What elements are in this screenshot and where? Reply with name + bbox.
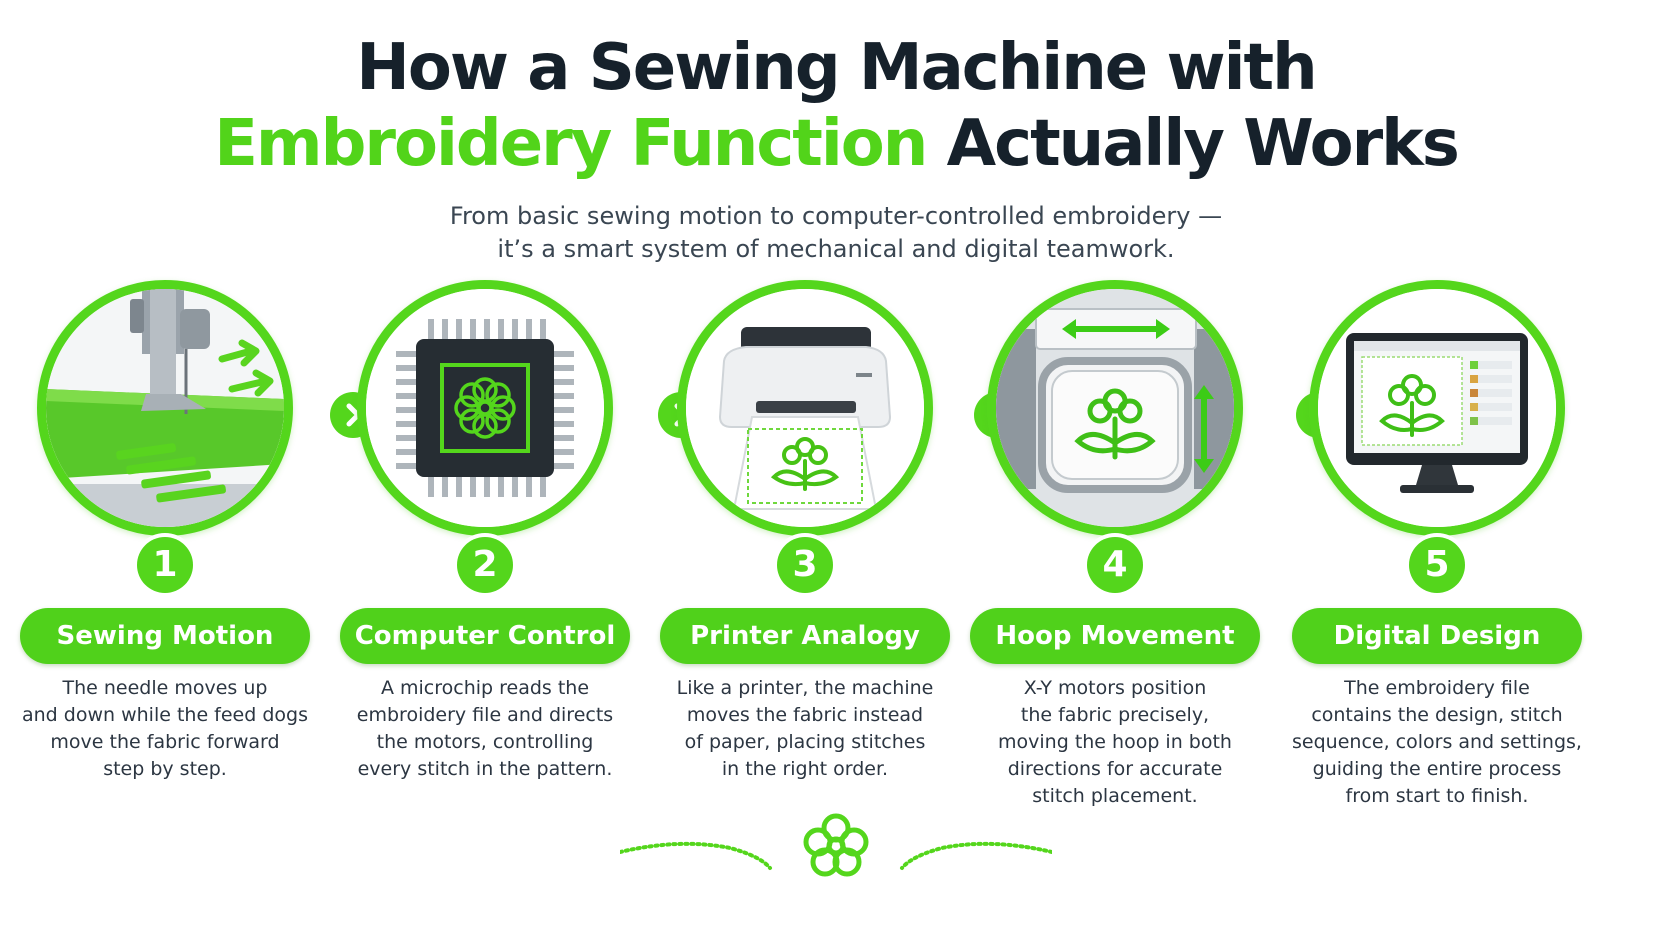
step-illustration [677,280,933,536]
subtitle-line-2: it’s a smart system of mechanical and di… [497,235,1175,263]
step-description: Like a printer, the machine moves the fa… [650,675,960,783]
description-line: stitch placement. [1032,785,1198,807]
step-label: Computer Control [340,608,630,664]
description-line: moving the hoop in both [998,731,1232,753]
step-illustration [987,280,1243,536]
description-line: Like a printer, the machine [676,677,934,699]
description-line: sequence, colors and settings, [1292,731,1582,753]
flower-icon [620,813,1052,877]
sewing-needle-icon [46,289,284,527]
description-line: the motors, controlling [376,731,594,753]
description-line: moves the fabric instead [686,704,924,726]
subtitle: From basic sewing motion to computer-con… [0,200,1672,266]
step-description: The needle moves up and down while the f… [10,675,320,783]
microchip-flower-icon [366,289,604,527]
printer-icon [686,289,924,527]
step-number: 2 [457,537,513,593]
step-label: Printer Analogy [660,608,950,664]
description-line: from start to finish. [1345,785,1529,807]
step-label: Digital Design [1292,608,1582,664]
description-line: every stitch in the pattern. [357,758,613,780]
description-line: embroidery file and directs [356,704,614,726]
monitor-design-icon [1318,289,1556,527]
description-line: A microchip reads the [380,677,590,699]
description-line: move the fabric forward [50,731,280,753]
embroidery-hoop-icon [996,289,1234,527]
title-line-1: How a Sewing Machine with [356,31,1317,105]
title-rest: Actually Works [926,107,1460,181]
description-line: in the right order. [721,758,889,780]
description-line: The needle moves up [62,677,268,699]
description-line: X-Y motors position [1023,677,1207,699]
title-line-2: Embroidery Function Actually Works [0,106,1672,182]
description-line: the fabric precisely, [1020,704,1210,726]
step-label: Sewing Motion [20,608,310,664]
description-line: and down while the feed dogs [22,704,308,726]
description-line: directions for accurate [1007,758,1223,780]
step-description: The embroidery file contains the design,… [1282,675,1592,810]
description-line: contains the design, stitch [1311,704,1563,726]
step-description: A microchip reads the embroidery file an… [330,675,640,783]
step-number: 4 [1087,537,1143,593]
subtitle-line-1: From basic sewing motion to computer-con… [449,202,1223,230]
description-line: of paper, placing stitches [684,731,926,753]
step-illustration [37,280,293,536]
page-title: How a Sewing Machine with Embroidery Fun… [0,30,1672,182]
step-number: 1 [137,537,193,593]
step-number: 5 [1409,537,1465,593]
step-number: 3 [777,537,833,593]
step-illustration [357,280,613,536]
title-highlight: Embroidery Function [214,107,928,181]
description-line: step by step. [103,758,227,780]
step-description: X-Y motors position the fabric precisely… [960,675,1270,810]
description-line: guiding the entire process [1312,758,1562,780]
description-line: The embroidery file [1344,677,1530,699]
step-illustration [1309,280,1565,536]
step-label: Hoop Movement [970,608,1260,664]
